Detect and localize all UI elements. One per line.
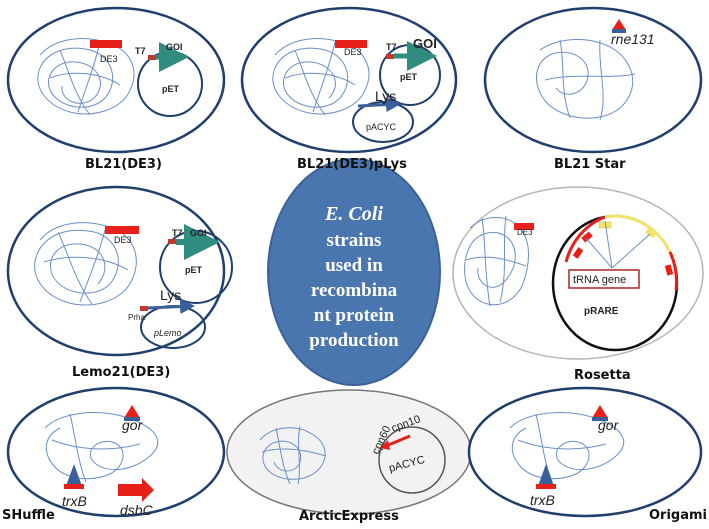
trxb-label: trxB	[530, 492, 555, 508]
center-line-2: strains	[327, 230, 382, 251]
cell-bl21plys: DE3 T7 GOI pET Lys pACYC	[240, 6, 458, 154]
tRNA-marker-5	[664, 264, 674, 276]
chromosome	[272, 38, 370, 116]
pacyc-plasmid	[352, 101, 414, 143]
chromosome	[34, 222, 137, 306]
cell-bl21de3: DE3 T7 GOI pET	[6, 6, 226, 154]
cell-bl21star: rne131	[483, 6, 703, 154]
plasmid-label: pET	[400, 72, 418, 82]
gor-marker-icon	[124, 405, 140, 418]
trxb-marker	[536, 484, 556, 489]
cpn-arrowhead	[380, 440, 390, 450]
pacyc-plasmid	[378, 426, 446, 494]
center-line-6: production	[309, 330, 399, 351]
gor-marker	[124, 417, 140, 421]
dsbc-arrow-icon	[118, 478, 154, 502]
cell-outline	[6, 6, 226, 154]
trxb-marker-icon	[538, 464, 554, 486]
trxb-marker-icon	[66, 464, 82, 486]
rne131-marker-icon	[612, 19, 626, 30]
cell-rosetta: DE3 tRNA gene pRARE	[452, 186, 704, 360]
gor-label: gor	[598, 417, 620, 433]
lys-arrow	[357, 97, 401, 113]
trna-lines-2	[585, 237, 613, 269]
strain-label-rosetta: Rosetta	[574, 368, 631, 383]
t7-label: T7	[172, 228, 183, 238]
plasmid-label: pET	[162, 84, 180, 94]
tRNA-marker-2	[581, 231, 593, 243]
center-line-3: used in	[325, 255, 383, 276]
trna-gene-box	[568, 269, 640, 289]
strain-label-bl21de3: BL21(DE3)	[85, 157, 162, 172]
chromosome	[536, 39, 636, 121]
t7-label: T7	[135, 46, 146, 56]
center-ellipse	[267, 158, 441, 386]
tRNA-marker-4	[645, 227, 657, 239]
chromosome	[259, 425, 327, 485]
cpn-arrow	[385, 434, 411, 448]
cell-lemo21: DE3 T7 GOI pET Lys Prha pLemo	[6, 185, 233, 357]
de3-label: DE3	[517, 228, 533, 237]
cell-outline	[467, 386, 703, 518]
dsbc-label: dsbC	[120, 502, 154, 518]
trna-gene-label: tRNA gene	[573, 274, 626, 286]
goi-label: GOI	[190, 228, 207, 238]
cell-outline	[483, 6, 703, 154]
cell-outline	[6, 185, 226, 357]
prha-label: Prha	[128, 313, 145, 322]
cell-shuffle: gor trxB dsbC	[6, 386, 226, 518]
de3-marker	[90, 40, 122, 48]
strain-label-origami: Origami	[649, 508, 707, 523]
trna-lines-1	[604, 220, 613, 269]
center-line-1: E. Coli	[324, 203, 383, 225]
de3-marker	[335, 40, 367, 48]
lys-arrow	[147, 299, 195, 315]
tRNA-marker-1	[572, 247, 584, 259]
strain-label-bl21star: BL21 Star	[554, 157, 626, 172]
t7-label: T7	[386, 42, 397, 52]
center-line-5: nt protein	[314, 305, 395, 326]
strain-label-arctic: ArcticExpress	[299, 509, 399, 524]
cell-arctic: cpn60 cpn10 pACYC	[226, 389, 472, 515]
lys-label: Lys	[160, 287, 181, 303]
strain-label-bl21plys: BL21(DE3)pLys	[297, 157, 407, 172]
trxb-marker	[64, 484, 84, 489]
center-line-4: recombina	[311, 280, 398, 301]
pacyc-label: pACYC	[366, 122, 397, 132]
de3-marker	[514, 223, 534, 230]
rne131-marker	[612, 29, 626, 33]
prha-promoter	[140, 306, 148, 311]
cell-outline	[6, 386, 226, 518]
cell-origami: gor trxB	[467, 386, 703, 518]
trna-arc-red	[564, 215, 606, 263]
goi-label: GOI	[166, 42, 183, 52]
chromosome	[37, 38, 135, 116]
rne131-label: rne131	[611, 31, 655, 47]
chromosome	[464, 215, 529, 307]
trna-lines-3	[611, 233, 651, 269]
de3-label: DE3	[344, 47, 362, 57]
prare-label: pRARE	[584, 306, 619, 317]
t7-promoter	[386, 54, 394, 59]
gor-marker	[592, 417, 608, 421]
strain-label-shuffle: SHuffle	[2, 508, 55, 523]
strain-label-lemo21: Lemo21(DE3)	[72, 365, 171, 380]
center-title-ellipse: E. Coli strains used in recombina nt pro…	[267, 158, 441, 386]
t7-promoter	[168, 239, 176, 244]
cell-outline	[240, 6, 458, 154]
gor-marker-icon	[592, 405, 608, 418]
plasmid-label: pET	[185, 265, 203, 275]
lys-label: Lys	[375, 88, 396, 104]
trna-arc-yellow	[604, 214, 672, 253]
t7-promoter	[148, 55, 156, 60]
goi-label: GOI	[413, 36, 437, 51]
trna-arc-red-2	[668, 251, 678, 291]
de3-label: DE3	[114, 235, 132, 245]
de3-label: DE3	[100, 54, 118, 64]
plemo-label: pLemo	[153, 328, 182, 338]
trxb-label: trxB	[62, 493, 87, 509]
gor-label: gor	[122, 417, 144, 433]
de3-marker	[105, 226, 139, 234]
